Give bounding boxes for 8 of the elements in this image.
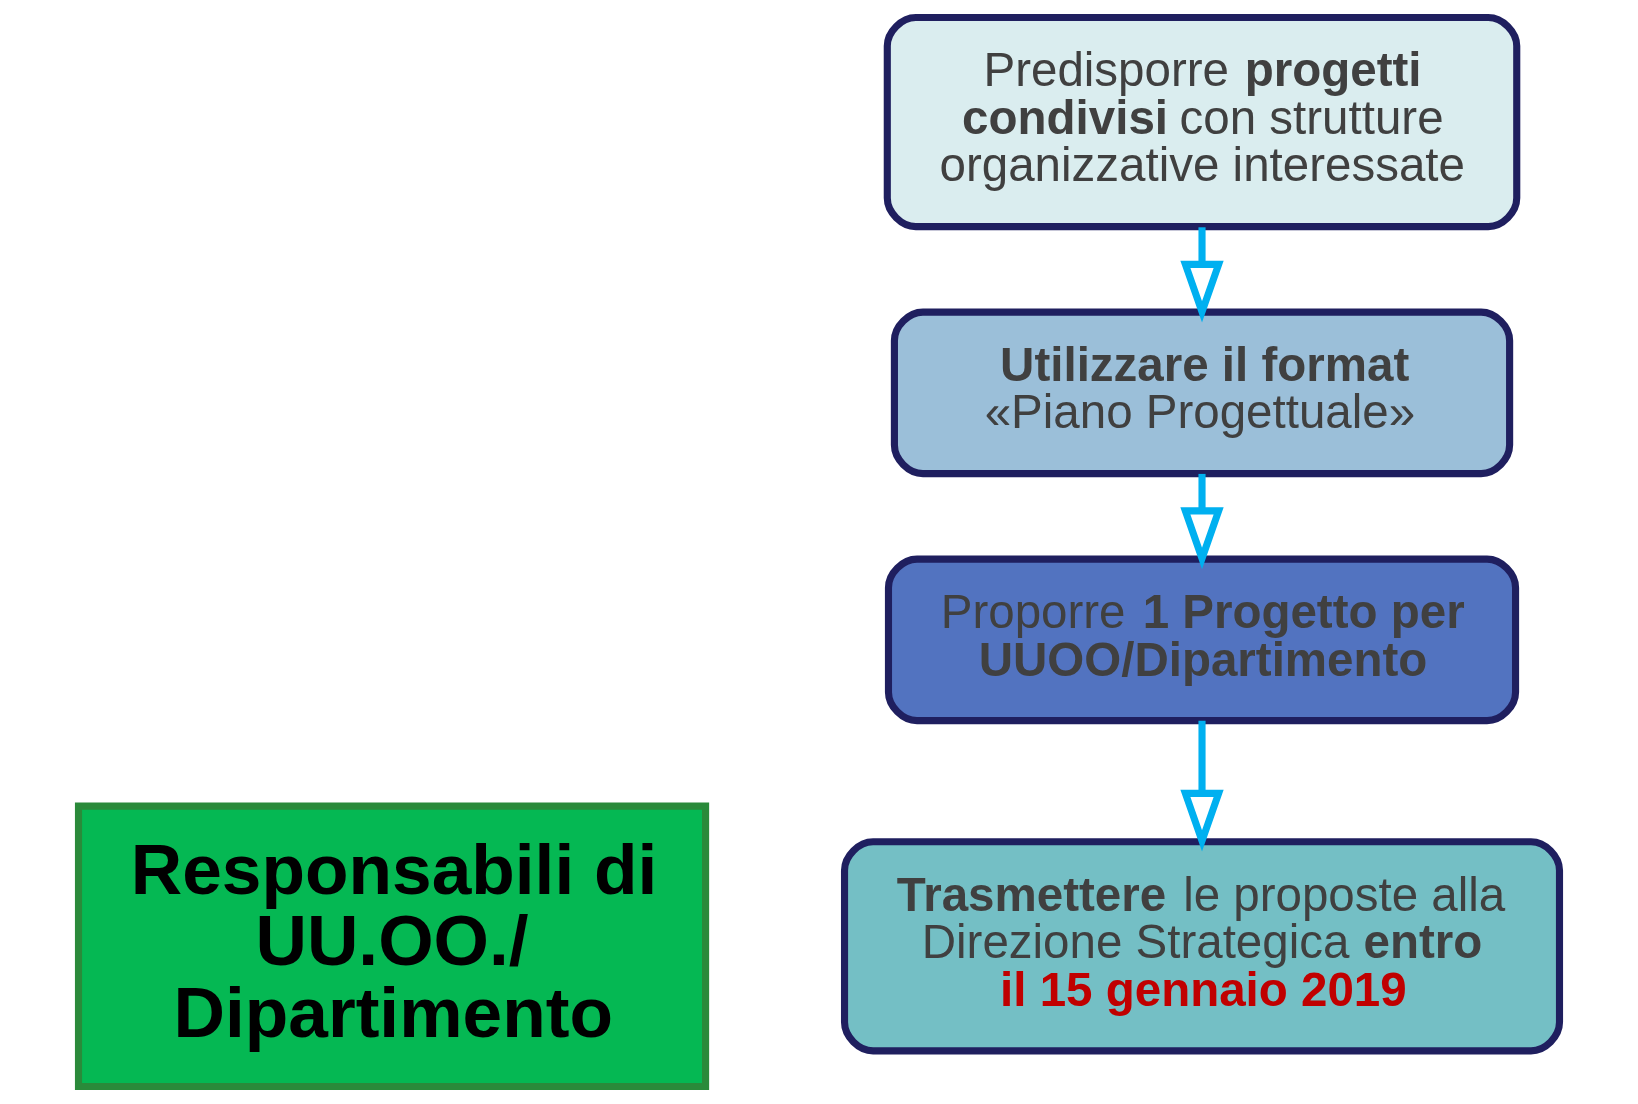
arrow	[1180, 720, 1224, 852]
node-box: Proporre 1 Progetto per UUOO/Dipartimento	[884, 555, 1520, 725]
arrow	[1180, 227, 1224, 323]
node-box: Trasmettere le proposte alla Direzione Strategica entro il 15 gennaio 2019	[840, 838, 1564, 1055]
node-box: Responsabili di UU.OO./ Dipartimento	[74, 802, 710, 1090]
node-box: Utilizzare il format «Piano Progettuale»	[890, 308, 1514, 478]
arrow	[1180, 473, 1224, 570]
node-box: Predisporre progetti condivisi con strutture organizzative interessate	[883, 14, 1521, 231]
